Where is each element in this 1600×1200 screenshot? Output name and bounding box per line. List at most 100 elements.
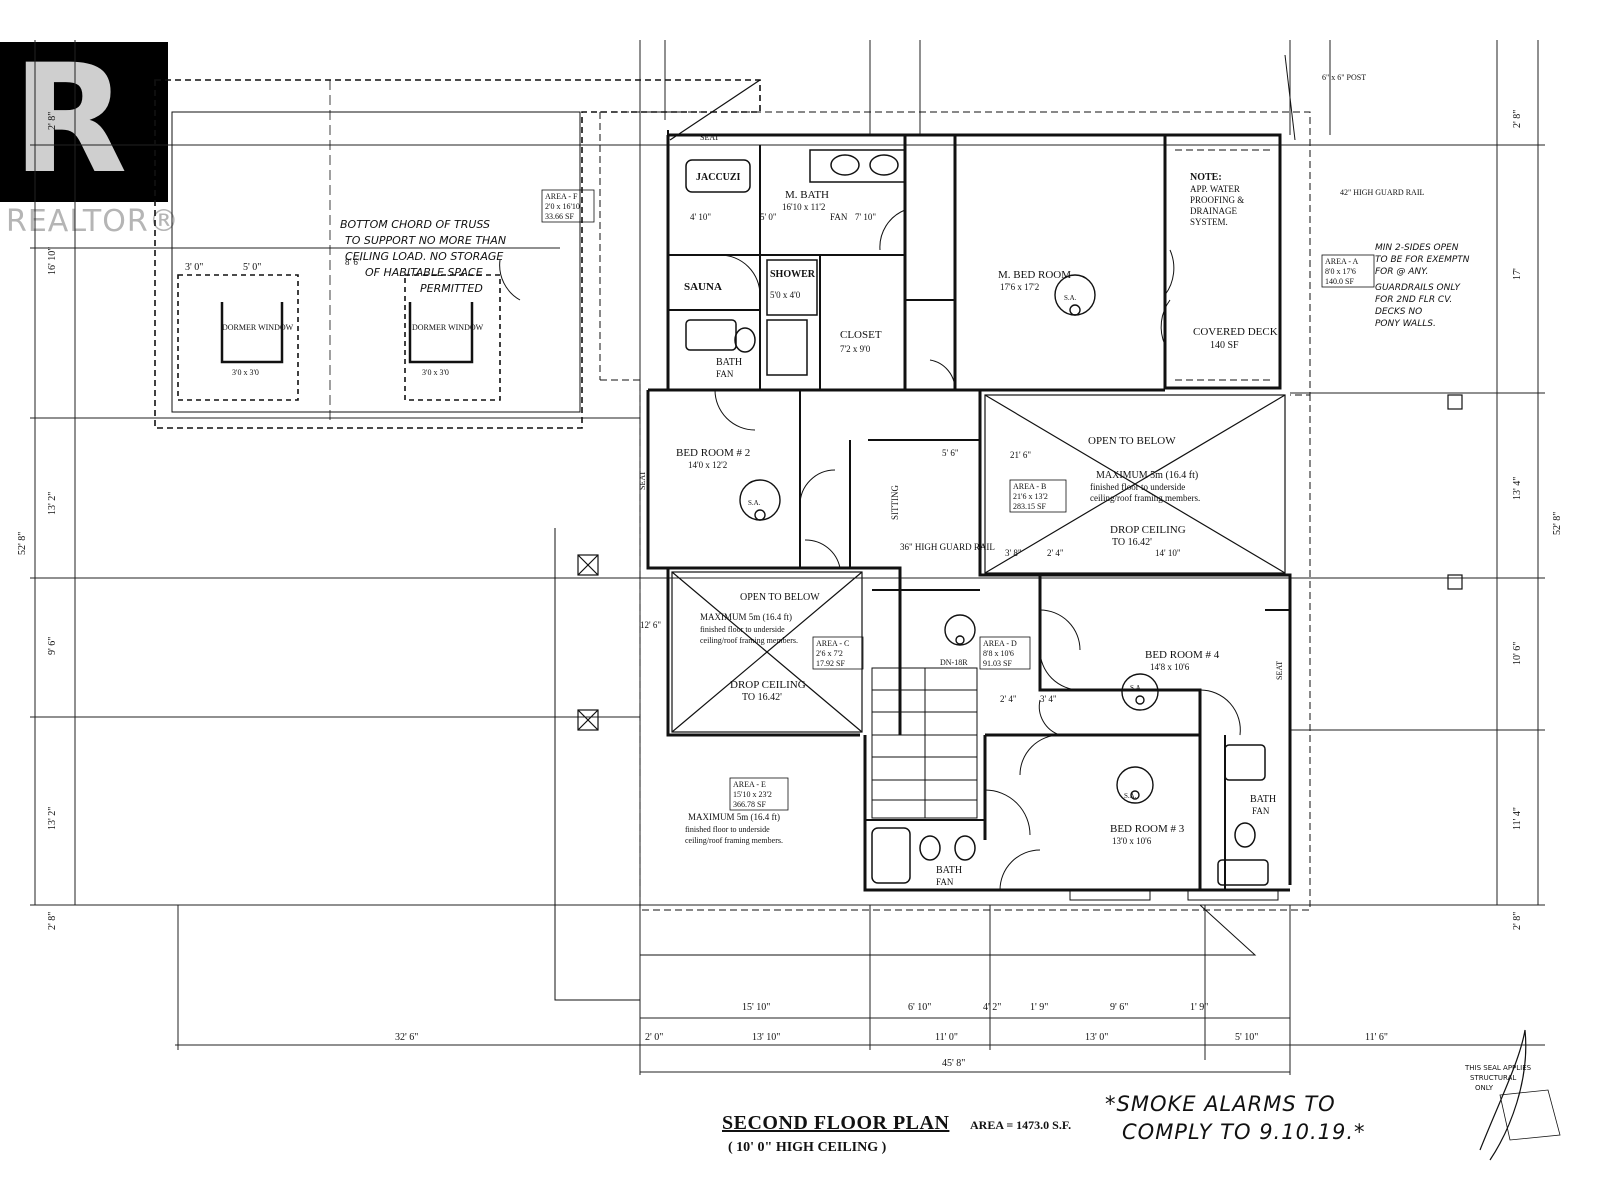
max-e-l2: finished floor to underside	[685, 825, 770, 834]
note-title: NOTE:	[1190, 172, 1222, 183]
dim-left-1: 16' 10"	[47, 247, 58, 275]
dim-bottom1-0: 15' 10"	[742, 1002, 770, 1013]
drop-ceiling-b: DROP CEILING	[1110, 524, 1186, 536]
logo-box: R	[0, 42, 168, 202]
svg-text:AREA - A: AREA - A	[1325, 257, 1359, 266]
open-max-l2: finished floor to underside	[1090, 482, 1185, 492]
guard-rail-36: 36" HIGH GUARD RAIL	[900, 542, 995, 552]
dormer-dim-2: 5' 0"	[243, 262, 261, 273]
truss-note-l3: CEILING LOAD. NO STORAGE	[345, 250, 503, 263]
post-markers	[554, 54, 1463, 1001]
dim-misc-16: 2' 4"	[1047, 548, 1064, 558]
area-e-box: AREA - E 15'10 x 23'2 366.78 SF	[729, 777, 789, 811]
open-to-below-c: OPEN TO BELOW	[740, 592, 820, 603]
guard-note-l2: TO BE FOR EXEMPTN	[1375, 255, 1470, 265]
bath-fan-3: FAN	[1252, 806, 1270, 816]
m-bed-label: M. BED ROOM	[998, 269, 1071, 281]
roof-outline	[599, 111, 1311, 911]
seal-l3: ONLY	[1475, 1084, 1494, 1092]
m-bath-label: M. BATH	[785, 189, 829, 201]
logo-letter: R	[12, 33, 128, 207]
svg-text:AREA - C: AREA - C	[816, 639, 849, 648]
svg-text:140.0 SF: 140.0 SF	[1325, 277, 1354, 286]
drop-ceiling-c: DROP CEILING	[730, 679, 806, 691]
dim-misc-30: 12' 6"	[640, 620, 661, 630]
dim-right-5: 2' 8"	[1512, 912, 1523, 930]
dim-right-total: 52' 8"	[1552, 512, 1563, 535]
dim-misc-26: 2' 4"	[1000, 694, 1017, 704]
area-b-box: AREA - B 21'6 x 13'2 283.15 SF	[1009, 479, 1067, 513]
svg-text:17.92 SF: 17.92 SF	[816, 659, 845, 668]
seal-l1: THIS SEAL APPLIES	[1464, 1064, 1532, 1072]
seat-label-right: SEAT	[1275, 661, 1284, 680]
smoke-note-l2: COMPLY TO 9.10.19.*	[1122, 1120, 1366, 1144]
dim-right-3: 10' 6"	[1512, 642, 1523, 665]
staircase	[871, 667, 978, 819]
dim-misc-2: 5' 0"	[760, 212, 777, 222]
truss-note-l4: OF HABITABLE SPACE	[365, 266, 483, 279]
bed2-dim: 14'0 x 12'2	[688, 460, 727, 470]
area-d-box: AREA - D 8'8 x 10'6 91.03 SF	[979, 636, 1031, 670]
svg-text:15'10 x 23'2: 15'10 x 23'2	[733, 790, 772, 799]
dim-left-3: 9' 6"	[47, 637, 58, 655]
floor-area: AREA = 1473.0 S.F.	[970, 1118, 1072, 1132]
guard-note-l3: FOR @ ANY.	[1375, 267, 1428, 277]
dim-left-4: 13' 2"	[47, 807, 58, 830]
m-bath-fan: FAN	[830, 212, 848, 222]
shower-dim: 5'0 x 4'0	[770, 290, 801, 300]
bed4-dim: 14'8 x 10'6	[1150, 662, 1190, 672]
m-bath-dim: 16'10 x 11'2	[782, 202, 825, 212]
seat-label-top: SEAT	[700, 133, 719, 142]
realtor-logo: R REALTOR®	[0, 42, 179, 242]
guard-note-l7: PONY WALLS.	[1375, 319, 1436, 329]
m-bed-dim: 17'6 x 17'2	[1000, 282, 1039, 292]
dim-misc-7: 8' 6"	[345, 257, 362, 267]
door-swings	[499, 209, 1241, 891]
drop-to-b: TO 16.42'	[1112, 537, 1152, 548]
area-c-box: AREA - C 2'6 x 7'2 17.92 SF	[812, 636, 864, 670]
dim-bottom1-2: 4' 2"	[983, 1002, 1001, 1013]
guard-note-l6: DECKS NO	[1375, 307, 1422, 317]
note-l3: DRAINAGE	[1190, 206, 1237, 216]
svg-text:2'6 x 7'2: 2'6 x 7'2	[816, 649, 843, 658]
dim-misc-18: 5' 6"	[942, 448, 959, 458]
truss-note-l2: TO SUPPORT NO MORE THAN	[345, 234, 506, 247]
bed3-dim: 13'0 x 10'6	[1112, 836, 1152, 846]
truss-note-l5: PERMITTED	[420, 282, 483, 295]
open-to-below-label: OPEN TO BELOW	[1088, 435, 1176, 447]
dim-bottom1-4: 9' 6"	[1110, 1002, 1128, 1013]
open-max-l3: ceiling/roof framing members.	[1090, 493, 1200, 503]
svg-text:2'0 x 16'10: 2'0 x 16'10	[545, 202, 580, 211]
post-label: 6" x 6" POST	[1322, 73, 1366, 82]
covered-deck-sf: 140 SF	[1210, 340, 1239, 351]
dim-left-total: 52' 8"	[17, 532, 28, 555]
dim-right-2: 13' 4"	[1512, 477, 1523, 500]
fixtures	[685, 149, 1279, 901]
dim-bottom2-3: 11' 0"	[935, 1032, 958, 1043]
open-max-l1: MAXIMUM 5m (16.4 ft)	[1096, 470, 1198, 481]
area-a-box: AREA - A 8'0 x 17'6 140.0 SF	[1321, 254, 1375, 288]
dim-bottom2-0: 32' 6"	[395, 1032, 418, 1043]
dormer-dim-1: 3' 0"	[185, 262, 203, 273]
max-e-l1: MAXIMUM 5m (16.4 ft)	[688, 812, 780, 822]
dim-bottom2-1: 2' 0"	[645, 1032, 663, 1043]
dim-misc-15: 3' 8"	[1005, 548, 1022, 558]
svg-text:91.03 SF: 91.03 SF	[983, 659, 1012, 668]
engineer-seal-signature	[1479, 1029, 1561, 1161]
dim-misc-14: 21' 6"	[1010, 450, 1031, 460]
dim-bottom1-5: 1' 9"	[1190, 1002, 1208, 1013]
shower-label: SHOWER	[770, 269, 816, 280]
dn-label: DN-18R	[940, 658, 968, 667]
bath-fan-1: FAN	[716, 369, 734, 379]
dim-misc-17: 14' 10"	[1155, 548, 1181, 558]
bath-label-2: BATH	[936, 865, 962, 876]
dim-bottom2-5: 5' 10"	[1235, 1032, 1258, 1043]
sa-bed2: S.A.	[748, 499, 761, 507]
jaccuzi-label: JACCUZI	[696, 172, 741, 183]
dim-right-0: 2' 8"	[1512, 110, 1523, 128]
truss-note-l1: BOTTOM CHORD OF TRUSS	[340, 218, 490, 231]
title-block: SECOND FLOOR PLAN	[722, 1112, 949, 1135]
dim-bottom1-1: 6' 10"	[908, 1002, 931, 1013]
max-c-l1: MAXIMUM 5m (16.4 ft)	[700, 612, 792, 622]
